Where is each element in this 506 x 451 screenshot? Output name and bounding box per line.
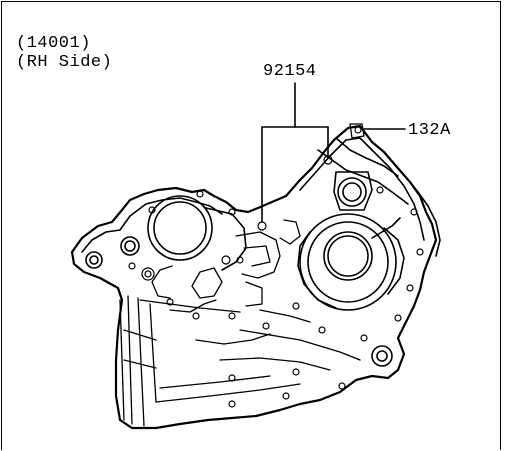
upper-boss: [333, 171, 373, 211]
leader-lines: [261, 82, 406, 223]
left-bore: [147, 195, 247, 271]
part-number-label: (14001): [16, 34, 91, 53]
lower-right-mount: [371, 345, 393, 367]
main-bearing-boss: [297, 213, 405, 311]
oil-passages: [151, 219, 311, 345]
side-label: (RH Side): [16, 53, 113, 72]
left-mount-hole: [85, 236, 140, 269]
callout-132a-label: 132A: [408, 121, 451, 140]
plug-132a: [349, 123, 365, 139]
callout-92154-label: 92154: [263, 62, 317, 81]
oil-pan-ribs: [119, 295, 361, 427]
bolt-holes: [128, 126, 424, 408]
